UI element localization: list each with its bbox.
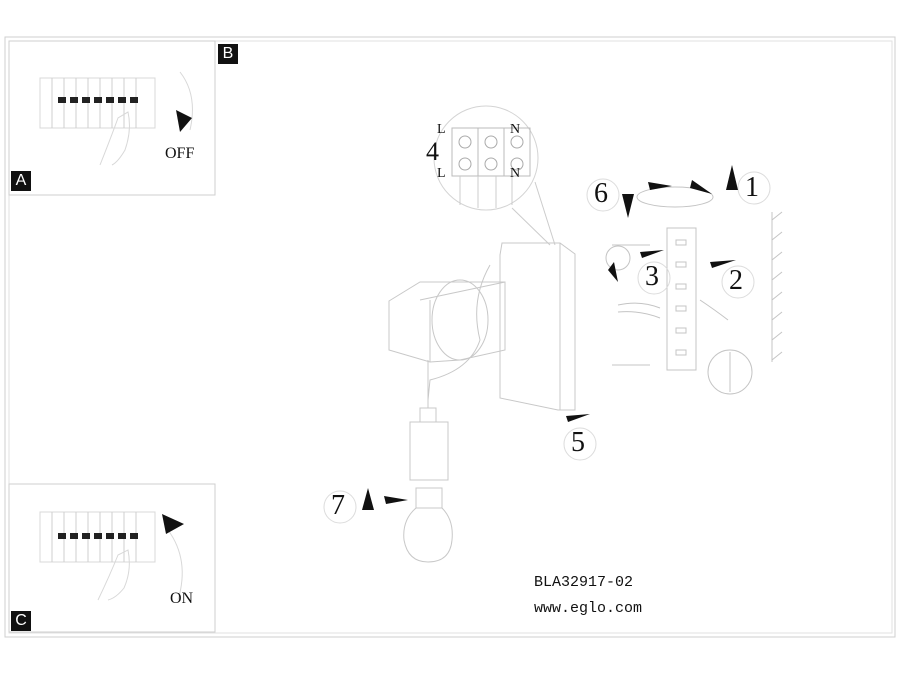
panel-b-label: B [218, 44, 238, 64]
step-6-number: 6 [594, 178, 608, 209]
arrow-icon [648, 182, 672, 190]
switch-off-text: OFF [165, 145, 195, 162]
arrow-icon [608, 262, 618, 282]
terminal-label-l-top: L [437, 122, 446, 137]
step-7-number: 7 [331, 490, 345, 521]
arrow-icon [362, 488, 374, 510]
arrow-icon [726, 165, 738, 190]
light-bulb [403, 487, 453, 563]
terminal-label-n-top: N [510, 122, 521, 137]
terminal-block-detail [433, 105, 556, 246]
terminal-label-l-bottom: L [437, 166, 446, 181]
arrow-icon [690, 180, 712, 194]
model-number: BLA32917-02 [534, 574, 634, 591]
step-2-number: 2 [729, 265, 743, 296]
mounting-bracket [605, 186, 783, 395]
inner-frame [8, 40, 893, 634]
step-1-number: 1 [745, 172, 759, 203]
terminal-label-n-bottom: N [510, 166, 521, 181]
panel-c-label: C [11, 611, 31, 631]
switch-on-text: ON [170, 590, 194, 607]
arrow-icon [622, 194, 634, 218]
up-arrow-icon [162, 514, 184, 534]
panel-c-breaker-on [8, 483, 216, 633]
panel-a-label: A [11, 171, 31, 191]
arrow-icon [566, 414, 590, 422]
lamp-body [388, 242, 576, 481]
step-5-number: 5 [571, 427, 585, 458]
arrow-icon [384, 496, 408, 504]
arrow-icon [710, 260, 736, 268]
arrows [362, 165, 738, 510]
step-4-number: 4 [426, 137, 439, 166]
step-3-number: 3 [645, 261, 659, 292]
website-url: www.eglo.com [534, 600, 643, 617]
outer-frame [4, 36, 896, 638]
arrow-icon [640, 250, 664, 258]
step-markers [323, 171, 771, 524]
panel-a-breaker-off [8, 40, 216, 196]
down-arrow-icon [176, 110, 192, 132]
